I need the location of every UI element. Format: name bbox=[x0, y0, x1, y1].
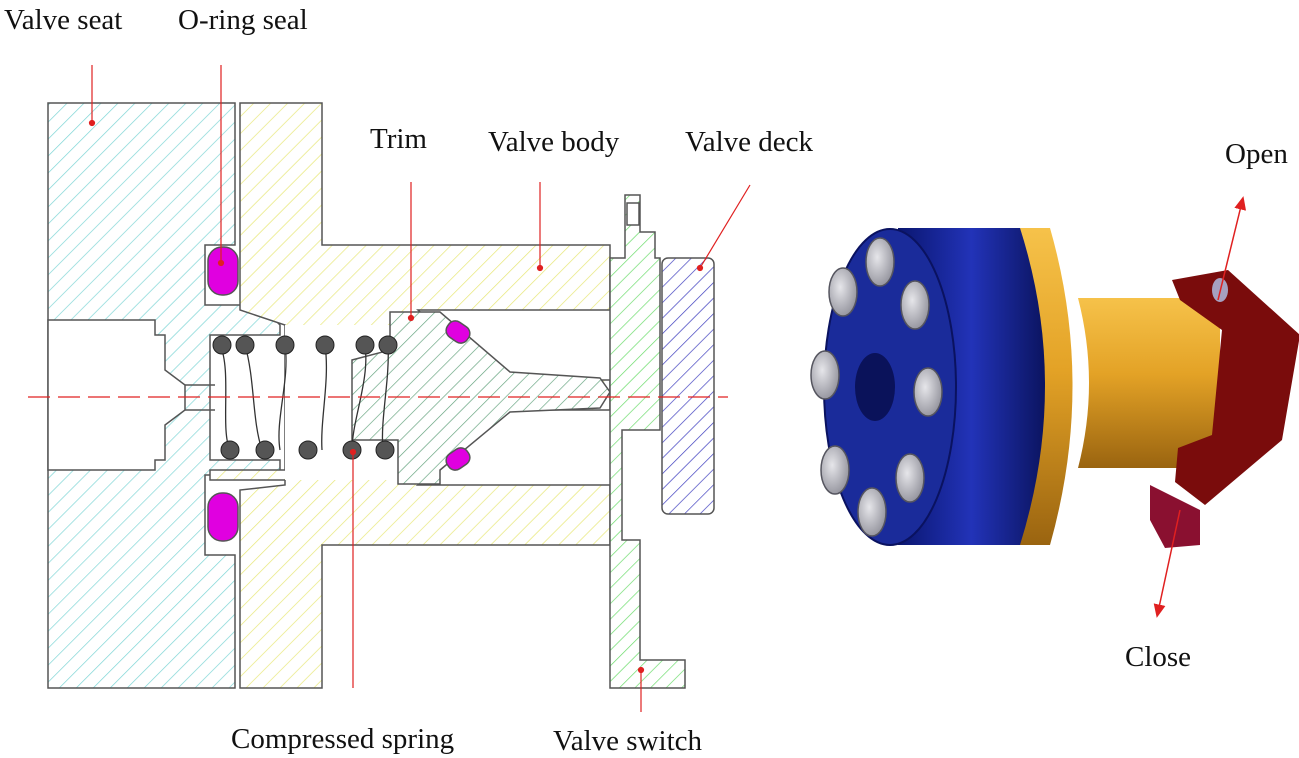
label-close: Close bbox=[1125, 641, 1192, 673]
label-o-ring-seal: O-ring seal bbox=[178, 4, 308, 36]
close-arrow bbox=[1153, 509, 1181, 618]
label-compressed-spring: Compressed spring bbox=[231, 723, 455, 755]
label-valve-seat: Valve seat bbox=[4, 4, 123, 36]
valve-deck-part bbox=[661, 257, 715, 515]
cross-section bbox=[47, 102, 715, 689]
o-ring-trim-top bbox=[445, 320, 471, 344]
valve-3d-model bbox=[810, 228, 1299, 548]
label-valve-deck: Valve deck bbox=[685, 126, 814, 158]
o-ring-top bbox=[207, 246, 239, 296]
o-ring-trim-bottom bbox=[445, 447, 471, 471]
label-valve-body: Valve body bbox=[488, 126, 620, 158]
valve-handle bbox=[1172, 270, 1299, 505]
trim-part bbox=[351, 311, 611, 485]
valve-seat-bore bbox=[47, 319, 186, 471]
leader-lines bbox=[88, 65, 751, 712]
label-valve-switch: Valve switch bbox=[553, 725, 702, 757]
bolt-heads bbox=[810, 237, 943, 537]
label-open: Open bbox=[1225, 138, 1288, 170]
open-arrow bbox=[1217, 196, 1247, 301]
valve-switch-part bbox=[609, 194, 686, 689]
spring-coils bbox=[212, 335, 398, 460]
o-ring-bottom bbox=[207, 492, 239, 542]
label-trim: Trim bbox=[370, 123, 427, 155]
